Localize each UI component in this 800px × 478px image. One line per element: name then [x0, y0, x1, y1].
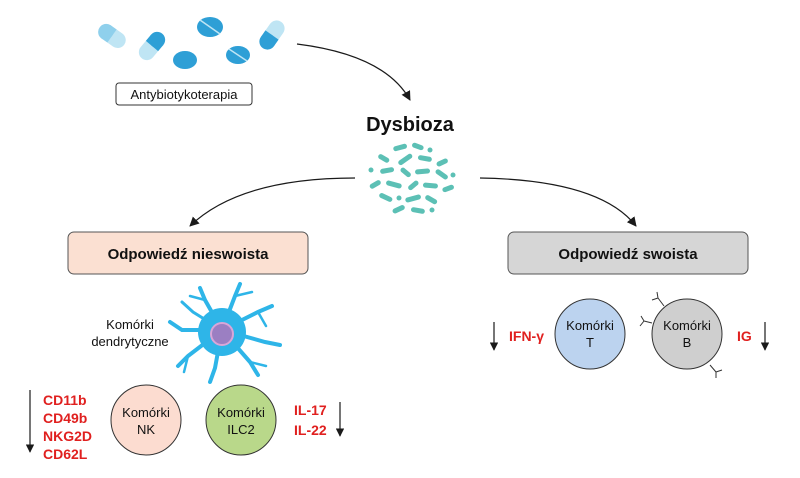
- b-cell-receptors-icon: [639, 291, 723, 378]
- marker-nkg2d: NKG2D: [43, 428, 92, 444]
- marker-cd11b: CD11b: [43, 392, 87, 408]
- arrow-therapy-to-dysbiosis: [296, 43, 411, 101]
- t-cell-line1: Komórki: [566, 318, 614, 333]
- ilc2-cell-line2: ILC2: [227, 422, 254, 437]
- dysbiosis-title: Dysbioza: [366, 114, 455, 136]
- marker-cd49b: CD49b: [43, 410, 87, 426]
- t-cell: [554, 298, 626, 370]
- dendritic-label-line2: dendrytyczne: [91, 334, 168, 349]
- ig-label: IG: [737, 328, 752, 344]
- nk-cell-line2: NK: [137, 422, 155, 437]
- ilc2-cell: [205, 384, 277, 456]
- ifn-gamma-label: IFN-γ: [509, 328, 544, 344]
- ilc2-cell-line1: Komórki: [217, 405, 265, 420]
- b-cell: [651, 298, 723, 370]
- arrow-dysbiosis-to-innate: [189, 177, 356, 227]
- therapy-label: Antybiotykoterapia: [131, 87, 239, 102]
- innate-response-label: Odpowiedź nieswoista: [108, 246, 270, 263]
- dendritic-cell-nucleus: [210, 322, 234, 346]
- bacteria-cluster-icon: [368, 142, 456, 214]
- b-cell-line2: B: [683, 335, 692, 350]
- b-cell-line1: Komórki: [663, 318, 711, 333]
- cytokine-il22: IL-22: [294, 422, 327, 438]
- therapy-label-box: [115, 82, 253, 106]
- cytokine-il17: IL-17: [294, 402, 327, 418]
- t-cell-line2: T: [586, 335, 594, 350]
- innate-response-box: [67, 231, 309, 275]
- nk-cell: [110, 384, 182, 456]
- antibiotic-pills-icon: [98, 17, 285, 69]
- adaptive-response-label: Odpowiedź swoista: [558, 246, 698, 263]
- arrow-dysbiosis-to-adaptive: [479, 177, 637, 227]
- adaptive-response-box: [507, 231, 749, 275]
- dendritic-label-line1: Komórki: [106, 317, 154, 332]
- marker-cd62l: CD62L: [43, 446, 88, 462]
- nk-cell-line1: Komórki: [122, 405, 170, 420]
